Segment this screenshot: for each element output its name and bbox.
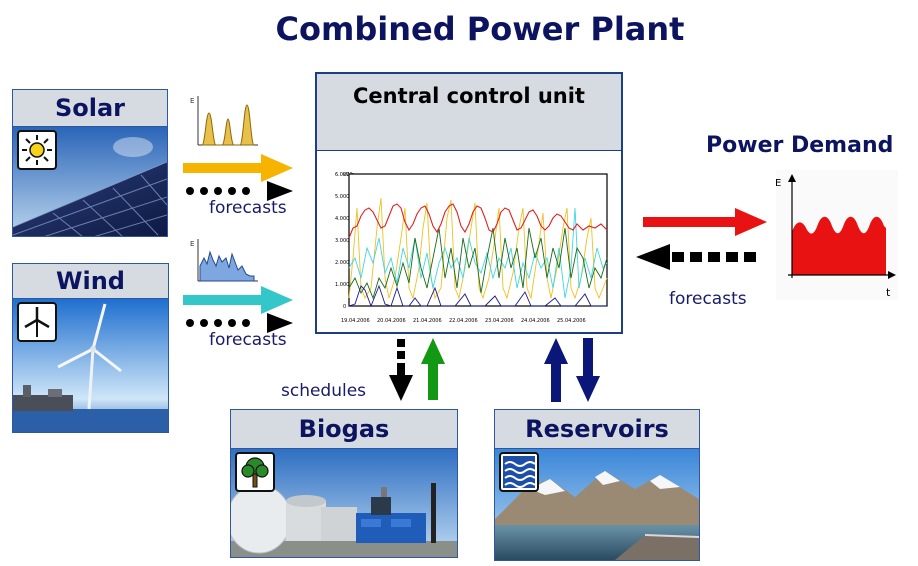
wind-forecast-arrow: [186, 313, 293, 333]
biogas-up-arrow: [421, 338, 445, 400]
solar-forecasts-label: forecasts: [209, 198, 287, 218]
wind-label: Wind: [56, 267, 125, 295]
chart-x-tick: 24.04.2006: [521, 318, 550, 324]
chart-x-tick: 19.04.2006: [341, 318, 370, 324]
chart-y-tick: 1.000: [335, 282, 349, 288]
demand-axis-e: E: [776, 178, 781, 189]
chart-x-tick: 21.04.2006: [413, 318, 442, 324]
wind-forecast-chart: E: [190, 239, 258, 282]
wind-header: Wind: [13, 264, 168, 299]
chart-series-red: [348, 203, 608, 239]
chart-series-navy: [348, 284, 607, 308]
solar-power-arrow: [183, 154, 293, 182]
water-waves-icon: [499, 452, 539, 492]
solar-label: Solar: [54, 94, 126, 122]
central-control-unit: Central control unit kWh 6.000 5.000 4.0…: [315, 72, 623, 334]
demand-power-arrow: [643, 208, 767, 236]
biogas-header: Biogas: [231, 410, 457, 449]
wind-chart-axis-label: E: [190, 240, 194, 248]
reservoirs-header: Reservoirs: [495, 410, 699, 449]
chart-x-tick: 25.04.2006: [557, 318, 586, 324]
wind-power-arrow: [183, 286, 293, 314]
demand-axis-t: t: [886, 286, 891, 299]
wind-turbine-icon: [17, 302, 57, 342]
control-unit-header: Central control unit: [317, 74, 621, 151]
reservoirs-label: Reservoirs: [525, 415, 669, 443]
wind-card: Wind: [12, 263, 169, 433]
chart-series-cyan: [348, 207, 608, 299]
demand-forecast-arrow: [636, 244, 756, 270]
chart-series-green: [348, 227, 608, 300]
chart-series-yellow: [348, 197, 608, 300]
solar-photo: [13, 127, 167, 236]
reservoir-up-arrow: [544, 338, 568, 402]
reservoirs-card: Reservoirs: [494, 409, 700, 561]
page-title: Combined Power Plant: [275, 10, 685, 48]
sun-icon: [17, 130, 57, 170]
solar-forecast-chart: E: [190, 96, 258, 146]
solar-header: Solar: [13, 90, 167, 127]
chart-y-tick: 3.000: [335, 238, 349, 244]
biogas-label: Biogas: [298, 415, 390, 443]
chart-y-tick: 2.000: [335, 260, 349, 266]
schedules-label: schedules: [281, 381, 367, 401]
chart-y-tick: 6.000: [335, 172, 349, 178]
biogas-card: Biogas: [230, 409, 458, 558]
wind-forecasts-label: forecasts: [209, 330, 287, 350]
reservoir-down-arrow: [576, 338, 600, 402]
solar-card: Solar: [12, 89, 168, 237]
power-demand-label: Power Demand: [706, 133, 894, 158]
chart-x-tick: 23.04.2006: [485, 318, 514, 324]
control-unit-chart: kWh 6.000 5.000 4.000 3.000 2.000 1.000 …: [335, 172, 608, 324]
chart-y-tick: 5.000: [335, 194, 349, 200]
solar-forecast-arrow: [186, 181, 293, 201]
control-unit-title: Central control unit: [353, 84, 585, 108]
solar-chart-axis-label: E: [190, 97, 194, 105]
chart-y-tick: 0: [343, 304, 346, 310]
power-demand-chart: E t: [776, 170, 898, 300]
chart-x-tick: 20.04.2006: [377, 318, 406, 324]
chart-x-tick: 22.04.2006: [449, 318, 478, 324]
tree-icon: [235, 452, 275, 492]
demand-forecasts-label: forecasts: [669, 289, 747, 309]
chart-y-tick: 4.000: [335, 216, 349, 222]
schedule-down-arrow: [389, 339, 413, 401]
